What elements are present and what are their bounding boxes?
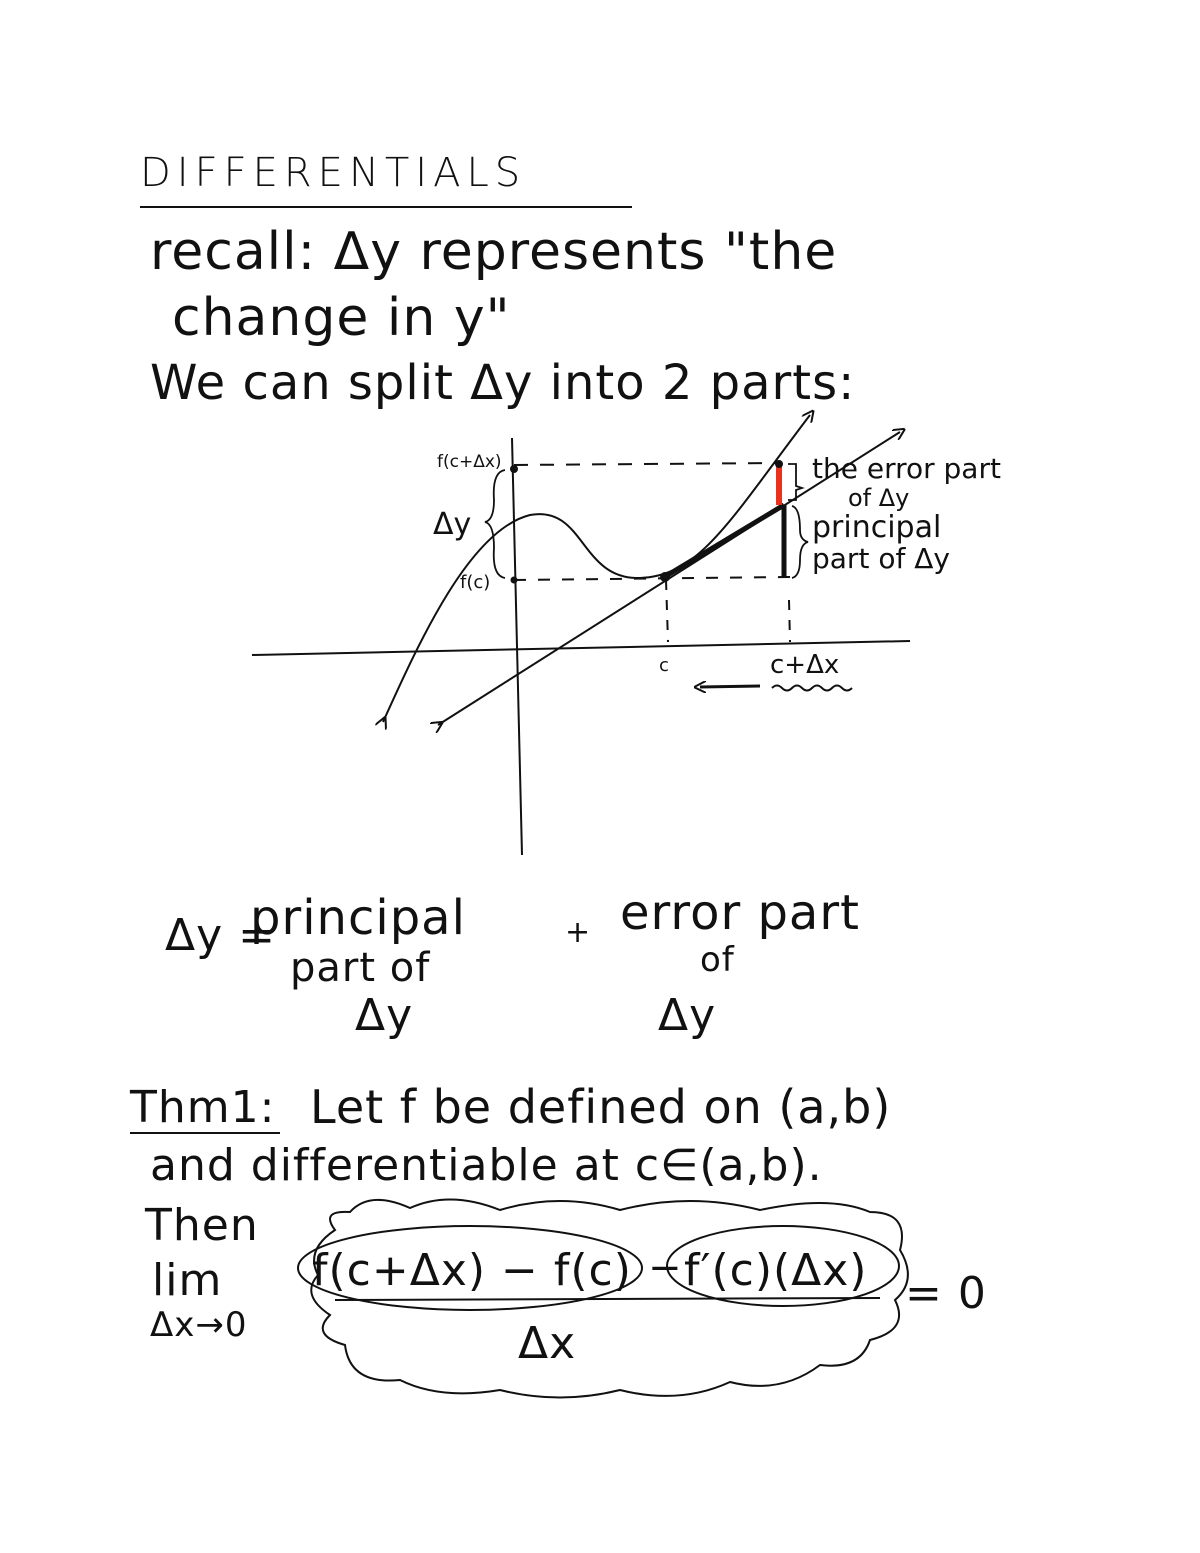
principal-brace <box>791 505 809 579</box>
limit-result: = 0 <box>905 1268 987 1319</box>
title-underline <box>140 206 632 208</box>
numerator-minus: − <box>648 1245 683 1291</box>
label-principal-1: principal <box>812 510 942 545</box>
oval-difference-quotient <box>297 1225 643 1311</box>
label-f-c: f(c) <box>460 572 491 593</box>
equation-error-2: of <box>700 940 735 980</box>
error-brace <box>788 463 805 501</box>
arrow-to-c <box>700 686 761 687</box>
theorem-label: Thm1: <box>130 1082 276 1133</box>
squiggle-underline <box>771 684 853 692</box>
equation-principal-3: Δy <box>355 990 414 1041</box>
oval-derivative-term <box>666 1225 900 1307</box>
label-error-1: the error part <box>812 452 1001 485</box>
point-f-c <box>510 576 518 584</box>
equation-error-1: error part <box>620 885 860 941</box>
theorem-line-1: Let f be defined on (a,b) <box>310 1080 892 1134</box>
fraction-bar <box>334 1297 881 1301</box>
label-c-dx: c+Δx <box>770 650 840 680</box>
point-f-c-dx <box>510 465 518 473</box>
numerator-difference: f(c+Δx) − f(c) <box>312 1245 632 1296</box>
principal-segment <box>664 502 786 579</box>
split-statement: We can split Δy into 2 parts: <box>150 355 856 411</box>
theorem-line-2: and differentiable at c∈(a,b). <box>150 1140 823 1191</box>
dashed-f-c-dx <box>513 462 781 466</box>
recall-line-2: change in y" <box>172 288 511 348</box>
page-title: DIFFERENTIALS <box>140 150 527 196</box>
point-c <box>660 572 670 582</box>
equation-plus: + <box>565 915 592 950</box>
cloud-outline <box>310 1198 909 1399</box>
dashed-c-dx <box>788 599 791 643</box>
delta-y-brace <box>484 469 506 579</box>
label-delta-y: Δy <box>433 507 472 542</box>
label-error-2: of Δy <box>848 484 910 512</box>
equation-error-3: Δy <box>658 990 717 1041</box>
equation-principal-1: principal <box>250 890 466 946</box>
point-curve-c-dx <box>775 460 783 468</box>
dashed-c <box>665 579 669 643</box>
denominator: Δx <box>518 1318 577 1369</box>
y-axis <box>511 437 523 856</box>
label-principal-2: part of Δy <box>812 542 950 575</box>
equation-principal-2: part of <box>290 945 431 991</box>
limit-subscript: Δx→0 <box>150 1305 248 1345</box>
recall-line-1: recall: Δy represents "the <box>150 222 838 282</box>
label-c: c <box>659 655 669 676</box>
label-f-c-dx: f(c+Δx) <box>437 452 502 472</box>
equation-lhs: Δy = <box>165 910 276 961</box>
numerator-derivative-term: f′(c)(Δx) <box>684 1245 868 1296</box>
theorem-label-underline <box>130 1132 280 1134</box>
theorem-then: Then <box>145 1200 259 1251</box>
limit-operator: lim <box>152 1255 223 1306</box>
